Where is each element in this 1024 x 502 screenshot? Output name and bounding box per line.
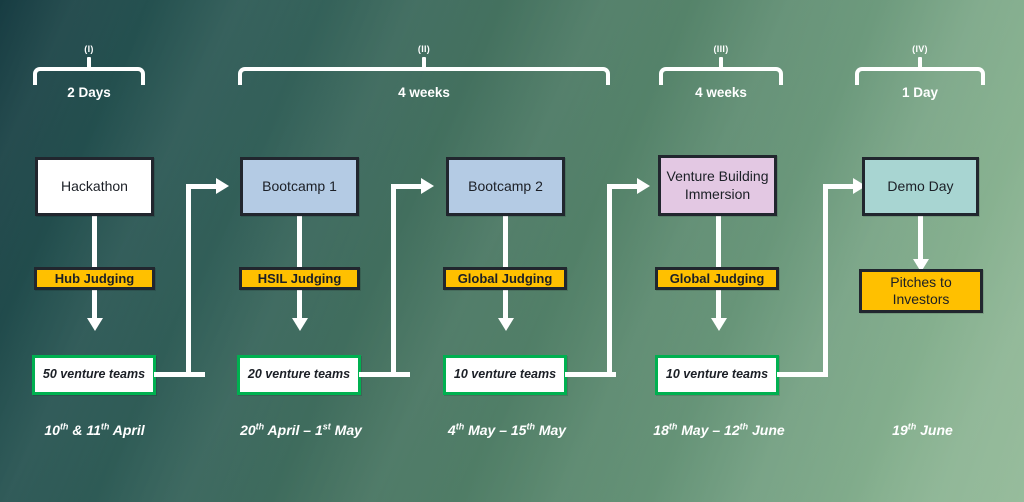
flow-arrowhead-hackathon (86, 318, 103, 331)
connector-2-3-horizontal-upper (391, 184, 423, 189)
stage-box-bootcamp-1[interactable]: Bootcamp 1 (240, 157, 359, 216)
bracket-roman-numeral: (II) (417, 44, 431, 54)
phase-bracket-4: (IV) 1 Day (855, 44, 985, 106)
bracket-tick (422, 57, 426, 69)
connector-1-2-horizontal-lower (154, 372, 205, 377)
date-label-demo-day: 19th June (892, 421, 953, 438)
date-label-venture-building: 18th May – 12th June (653, 421, 785, 438)
flow-arrowhead-bootcamp-1 (291, 318, 308, 331)
date-label-bootcamp-2: 4th May – 15th May (447, 421, 567, 438)
date-label-hackathon: 10th & 11th April (44, 421, 145, 438)
bracket-body (238, 67, 610, 85)
bracket-caption: 1 Day (901, 85, 939, 100)
teams-box-label: 10 venture teams (665, 367, 769, 382)
stage-box-label: Bootcamp 1 (262, 177, 337, 194)
bracket-body (659, 67, 783, 85)
stage-box-label: Demo Day (887, 177, 954, 194)
connector-4-5-horizontal-lower (777, 372, 828, 377)
connector-3-4-arrowhead (637, 178, 650, 194)
teams-box-hackathon[interactable]: 50 venture teams (32, 355, 156, 395)
judging-bar-label: Global Judging (457, 270, 553, 286)
phase-bracket-3: (III) 4 weeks (659, 44, 783, 106)
teams-box-bootcamp-2[interactable]: 10 venture teams (443, 355, 567, 395)
stage-box-hackathon[interactable]: Hackathon (35, 157, 154, 216)
teams-box-label: 20 venture teams (247, 367, 351, 382)
connector-4-5-vertical (823, 186, 828, 377)
flow-arrowhead-demo-day (912, 259, 929, 272)
bracket-body (855, 67, 985, 85)
bracket-caption: 4 weeks (695, 85, 747, 100)
stage-box-label: Hackathon (61, 177, 128, 194)
phase-bracket-2: (II) 4 weeks (238, 44, 610, 106)
judging-bar-label: HSIL Judging (257, 270, 342, 286)
teams-box-venture-building[interactable]: 10 venture teams (655, 355, 779, 395)
bracket-tick (87, 57, 91, 69)
judging-bar-hub[interactable]: Hub Judging (34, 267, 155, 290)
flow-line-demo-day (918, 216, 923, 264)
stage-box-bootcamp-2[interactable]: Bootcamp 2 (446, 157, 565, 216)
stage-box-demo-day[interactable]: Demo Day (862, 157, 979, 216)
judging-bar-global-2[interactable]: Global Judging (655, 267, 779, 290)
stage-box-label: Bootcamp 2 (468, 177, 543, 194)
connector-2-3-arrowhead (421, 178, 434, 194)
bracket-caption: 2 Days (67, 85, 111, 100)
bracket-tick (719, 57, 723, 69)
teams-box-bootcamp-1[interactable]: 20 venture teams (237, 355, 361, 395)
judging-bar-global-1[interactable]: Global Judging (443, 267, 567, 290)
bracket-tick (918, 57, 922, 69)
connector-1-2-vertical (186, 186, 191, 377)
judging-bar-hsil[interactable]: HSIL Judging (239, 267, 360, 290)
judging-bar-label: Hub Judging (54, 270, 135, 286)
bracket-roman-numeral: (III) (713, 44, 729, 54)
stage-box-venture-building-immersion[interactable]: Venture Building Immersion (658, 155, 777, 216)
teams-box-label: 50 venture teams (42, 367, 146, 382)
connector-3-4-horizontal-upper (607, 184, 639, 189)
connector-2-3-vertical (391, 186, 396, 377)
bracket-roman-numeral: (I) (84, 44, 94, 54)
bracket-caption: 4 weeks (398, 85, 450, 100)
teams-box-label: 10 venture teams (453, 367, 557, 382)
flow-arrowhead-bootcamp-2 (497, 318, 514, 331)
bracket-body (33, 67, 145, 85)
judging-bar-label: Global Judging (669, 270, 765, 286)
connector-1-2-arrowhead (216, 178, 229, 194)
bracket-roman-numeral: (IV) (912, 44, 928, 54)
flow-arrowhead-venture-building (710, 318, 727, 331)
pitches-to-investors-box[interactable]: Pitches to Investors (859, 269, 983, 313)
connector-3-4-vertical (607, 186, 612, 377)
connector-4-5-horizontal-upper (823, 184, 855, 189)
connector-1-2-horizontal-upper (186, 184, 218, 189)
stage-box-label: Venture Building Immersion (666, 168, 769, 202)
date-label-bootcamp-1: 20th April – 1st May (240, 421, 362, 438)
connector-2-3-horizontal-lower (359, 372, 410, 377)
connector-3-4-horizontal-lower (565, 372, 616, 377)
phase-bracket-1: (I) 2 Days (33, 44, 145, 106)
pitches-to-investors-label: Pitches to Investors (890, 273, 952, 307)
